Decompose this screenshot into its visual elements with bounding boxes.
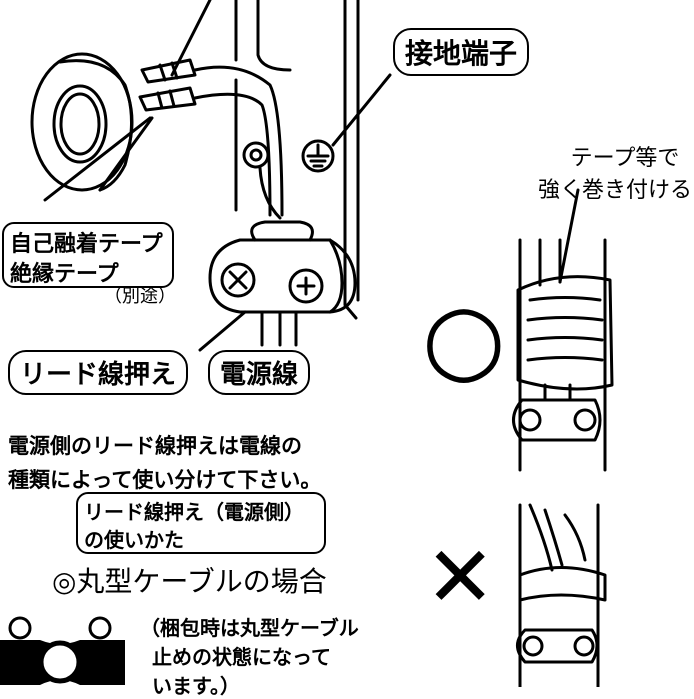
power-line-label: 電源線 — [208, 350, 311, 395]
usage-title-box: リード線押え（電源側） の使いかた — [76, 492, 326, 554]
correct-mark-icon: ○ — [422, 282, 506, 394]
lead-clamp-label: リード線押え — [8, 350, 189, 395]
usage-note-line-2: 種類によって使い分けて下さい。 — [8, 468, 322, 492]
lead-clamp-drawing — [198, 220, 357, 352]
correct-install-drawing — [512, 188, 614, 472]
tape-roll-drawing — [30, 52, 154, 202]
usage-title-line-1: リード線押え（電源側） — [84, 500, 304, 524]
insulation-tape-label: 絶縁テープ — [10, 262, 119, 287]
packing-note-line-2: 止めの状態になって — [152, 645, 331, 669]
panel-drawing — [234, 0, 392, 320]
usage-title-line-2: の使いかた — [84, 528, 184, 552]
incorrect-install-drawing — [516, 503, 607, 687]
usage-note-line-1: 電源側のリード線押えは電線の — [8, 434, 302, 458]
self-fusing-tape-label: 自己融着テープ — [10, 232, 163, 257]
packing-note-line-1: （梱包時は丸型ケーブル — [140, 616, 359, 640]
ground-terminal-label: 接地端子 — [393, 28, 530, 76]
packing-note-line-3: います。） — [152, 674, 240, 698]
round-cable-heading: ◎丸型ケーブルの場合 — [52, 565, 327, 598]
tape-instruction-line-1: テープ等で — [570, 146, 680, 171]
tape-type-label-box: 自己融着テープ 絶縁テープ — [2, 222, 174, 288]
sold-separately-label: （別途） — [104, 286, 176, 307]
wire-connectors-drawing — [138, 0, 292, 217]
packing-note: （梱包時は丸型ケーブル 止めの状態になって います。） — [140, 612, 359, 699]
usage-note: 電源側のリード線押えは電線の 種類によって使い分けて下さい。 — [8, 430, 321, 494]
incorrect-mark-icon: ✕ — [425, 528, 496, 626]
tape-instruction-label: テープ等で 強く巻き付ける — [538, 140, 694, 204]
tape-instruction-line-2: 強く巻き付ける — [538, 178, 693, 203]
